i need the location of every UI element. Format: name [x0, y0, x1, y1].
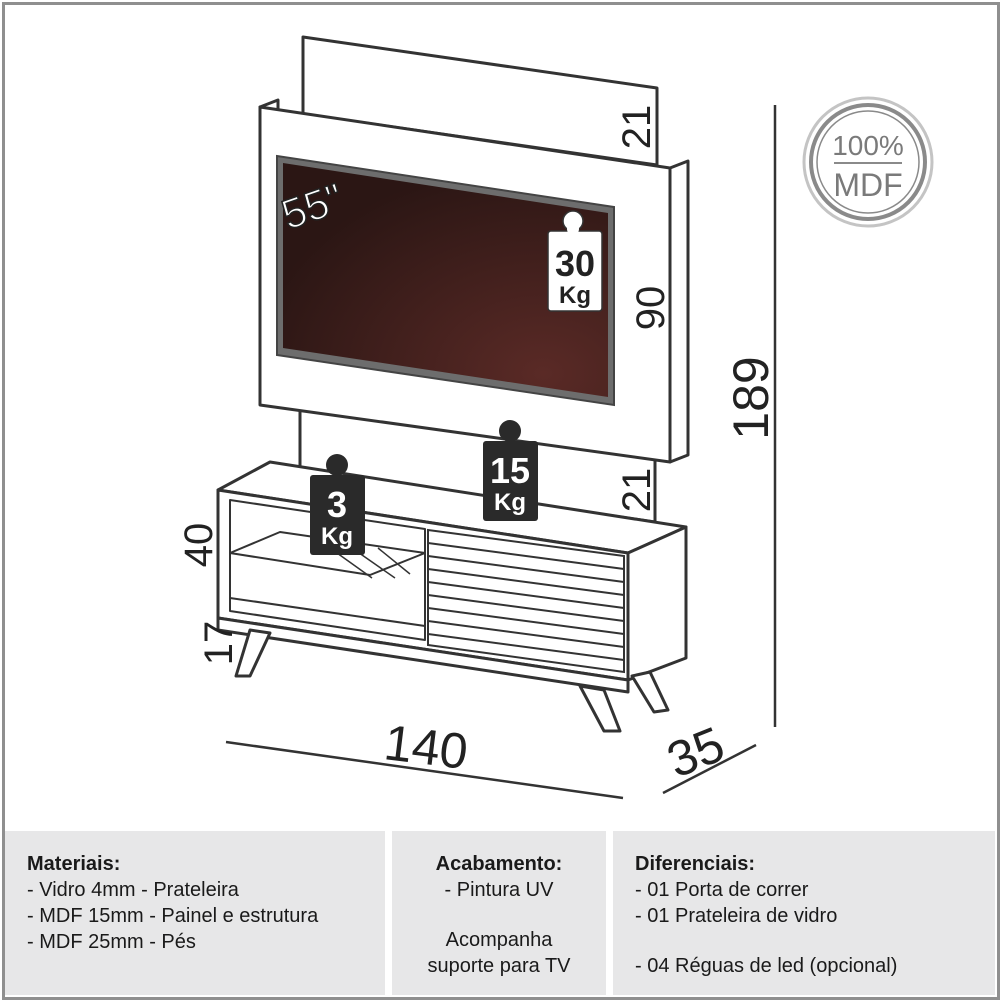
badge-percent: 100% [832, 130, 904, 161]
materials-item: - MDF 15mm - Painel e estrutura [27, 905, 319, 927]
finish-title: Acabamento: [435, 853, 563, 875]
materials-panel: Materiais: - Vidro 4mm - Prateleira - MD… [5, 831, 385, 995]
rack-base-and-legs [216, 616, 670, 733]
panel-bottom-height-label: 21 [615, 468, 659, 513]
materials-item: - Vidro 4mm - Prateleira [27, 879, 239, 901]
total-height-label: 189 [723, 356, 779, 439]
materials-item: - MDF 25mm - Pés [27, 931, 196, 953]
tv-weight-tag: 30 Kg [547, 210, 603, 312]
shelf-weight-unit: Kg [321, 523, 353, 550]
badge-material: MDF [833, 167, 902, 203]
dimension-lines [225, 105, 777, 800]
furniture-diagram: 55" [177, 35, 934, 800]
panel-middle-height-label: 90 [629, 286, 673, 331]
leg-height-label: 17 [197, 621, 241, 666]
finish-panel: Acabamento: - Pintura UV Acompanha supor… [392, 831, 606, 995]
features-item: - 01 Porta de correr [635, 879, 809, 901]
panel-top-height-label: 21 [615, 105, 659, 150]
tv-weight-value: 30 [555, 243, 595, 284]
features-panel: Diferenciais: - 01 Porta de correr - 01 … [613, 831, 995, 995]
features-item: - 01 Prateleira de vidro [635, 905, 838, 927]
rack-height-label: 40 [177, 523, 221, 568]
shelf-weight-value: 3 [327, 484, 347, 525]
features-item: - 04 Réguas de led (opcional) [635, 955, 898, 977]
panel-weight-tag: 15 Kg [483, 420, 538, 521]
mdf-badge: 100% MDF [802, 96, 934, 228]
features-title: Diferenciais: [635, 853, 756, 875]
panel-weight-unit: Kg [494, 489, 526, 516]
sliding-door [427, 528, 625, 674]
shelf-weight-tag: 3 Kg [310, 454, 365, 555]
finish-note-line-1: Acompanha [445, 929, 553, 951]
depth-label: 35 [659, 716, 732, 789]
tv-screen [276, 154, 615, 407]
finish-note-line-2: suporte para TV [427, 955, 571, 977]
finish-item: - Pintura UV [444, 879, 554, 901]
materials-title: Materiais: [27, 853, 121, 875]
width-label: 140 [381, 714, 471, 780]
tv-weight-unit: Kg [559, 282, 591, 309]
panel-weight-value: 15 [490, 450, 530, 491]
